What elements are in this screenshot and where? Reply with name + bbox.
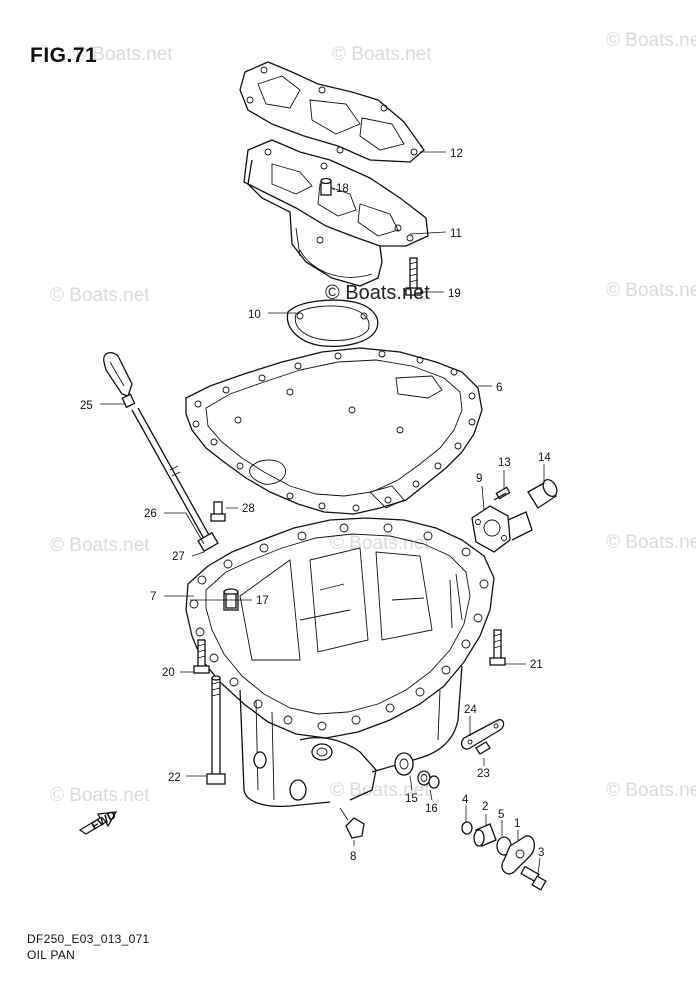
callout-2: 2 (482, 801, 488, 813)
part-19-bolt (405, 257, 422, 296)
part-2-plug (473, 823, 497, 847)
callout-20: 20 (162, 667, 175, 679)
callout-7: 7 (150, 591, 156, 603)
callout-9: 9 (476, 473, 482, 485)
callout-28: 28 (242, 503, 255, 515)
callout-numbers: 12 18 11 19 10 6 25 26 28 27 7 17 20 21 … (80, 148, 551, 863)
callout-8: 8 (350, 851, 356, 863)
watermark: © Boats.net (606, 532, 696, 553)
callout-1: 1 (514, 818, 520, 830)
watermark: © Boats.net (332, 44, 432, 65)
callout-3: 3 (538, 847, 544, 859)
part-21-bolt (489, 629, 506, 666)
part-8-drain-plug (339, 807, 365, 839)
callout-10: 10 (248, 309, 261, 321)
part-6-oil-pan-gasket (185, 347, 483, 515)
part-4-washer (461, 821, 473, 835)
callout-18: 18 (336, 183, 349, 195)
part-26-gauge-guide (131, 407, 219, 553)
part-20-bolt (193, 639, 210, 674)
callout-26: 26 (144, 508, 157, 520)
callout-22: 22 (168, 772, 181, 784)
part-9-cover (471, 505, 533, 553)
part-22-bolt (206, 675, 226, 785)
part-7-oil-pan (185, 517, 495, 808)
part-28-bolt (210, 501, 226, 522)
part-23-bolt (475, 741, 491, 755)
callout-21: 21 (530, 659, 543, 671)
callout-23: 23 (477, 768, 490, 780)
part-13-bolt (493, 486, 511, 501)
callout-25: 25 (80, 400, 93, 412)
part-1-cover (501, 835, 536, 875)
watermark: © Boats.net (330, 533, 430, 554)
part-24-bracket (460, 719, 505, 750)
part-18-bolt (320, 177, 332, 196)
watermark: © Boats.net (606, 780, 696, 801)
brand-watermark: © Boats.net (325, 282, 430, 304)
figure-code: DF250_E03_013_071 (27, 932, 150, 946)
callout-16: 16 (425, 803, 438, 815)
callout-12: 12 (450, 148, 463, 160)
part-15-plug (394, 752, 414, 776)
figure-title: FIG.71 (30, 44, 98, 67)
part-3-bolt (520, 865, 547, 891)
callout-15: 15 (405, 793, 418, 805)
part-25-oil-level-gauge (103, 351, 136, 409)
callout-5: 5 (498, 809, 504, 821)
fwd-arrow-icon: FWD (78, 809, 118, 835)
part-10-o-ring (286, 299, 379, 348)
watermark: © Boats.net (50, 285, 150, 306)
callout-27: 27 (172, 551, 185, 563)
watermark: © Boats.net (606, 30, 696, 51)
watermark: © Boats.net (50, 535, 150, 556)
watermark: © Boats.net (50, 785, 150, 806)
watermark: © Boats.net (606, 280, 696, 301)
callout-6: 6 (496, 382, 502, 394)
watermark: © Boats.net (330, 780, 430, 801)
callout-24: 24 (464, 704, 477, 716)
part-16-washer (417, 770, 440, 789)
part-14-sensor (527, 478, 558, 509)
callout-14: 14 (538, 452, 551, 464)
callout-4: 4 (462, 794, 469, 806)
callout-11: 11 (450, 228, 462, 240)
leader-lines (100, 151, 545, 875)
watermark: © Boats.net (73, 44, 173, 65)
callout-17: 17 (256, 595, 269, 607)
figure-name: OIL PAN (27, 948, 76, 962)
callout-13: 13 (498, 457, 511, 469)
part-12-gasket (239, 61, 425, 163)
part-17-dowel (225, 593, 237, 609)
callout-19: 19 (448, 288, 461, 300)
part-11-strainer-housing (243, 139, 429, 287)
